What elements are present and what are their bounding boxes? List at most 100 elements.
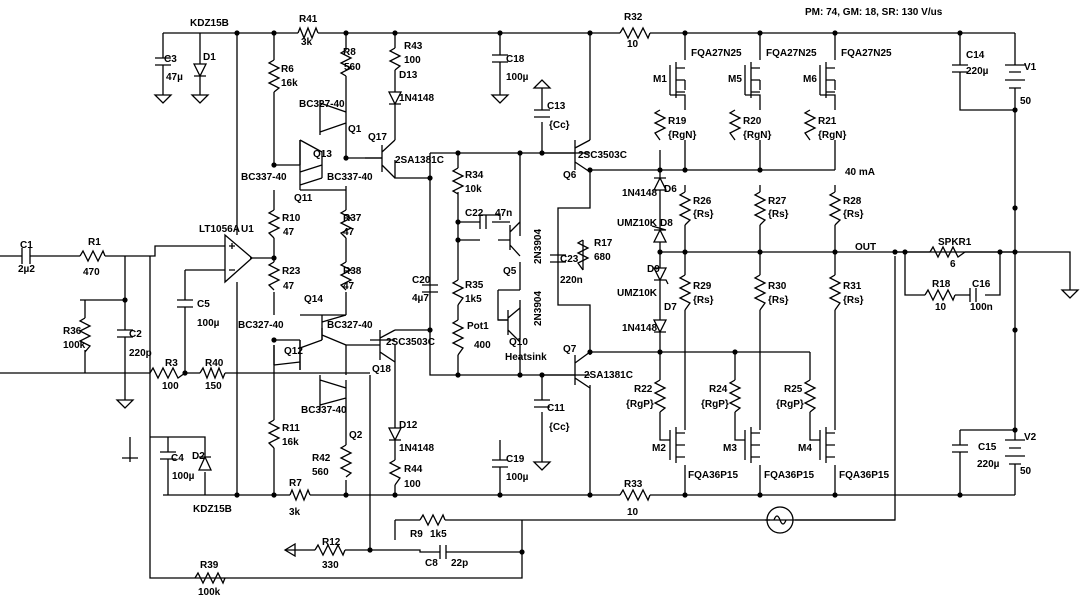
r21-name: R21 xyxy=(818,116,837,127)
c5-value: 100µ xyxy=(197,318,220,329)
r1-name: R1 xyxy=(88,237,101,248)
r9-symbol xyxy=(419,513,446,527)
r8-value: 560 xyxy=(344,62,361,73)
r20-name: R20 xyxy=(743,116,762,127)
m2-value: FQA36P15 xyxy=(688,470,738,481)
ground-icon xyxy=(115,94,510,462)
c15-symbol xyxy=(952,444,968,460)
r23-name: R23 xyxy=(282,266,301,277)
c4-name: C4 xyxy=(171,453,184,464)
r12-value: 330 xyxy=(322,560,339,571)
r8-name: R8 xyxy=(343,47,356,58)
r22-value: {RgP} xyxy=(626,399,654,410)
c22-value: 47n xyxy=(495,208,512,219)
pot1-symbol xyxy=(451,319,465,356)
resistors xyxy=(78,26,966,585)
r6-name: R6 xyxy=(281,64,294,75)
m5-symbol xyxy=(744,62,760,98)
d7-value: 1N4148 xyxy=(622,323,657,334)
r34-symbol xyxy=(451,167,465,195)
q1-name: Q1 xyxy=(348,124,362,135)
r19-value: {RgN} xyxy=(668,130,696,141)
r40-name: R40 xyxy=(205,358,224,369)
r10-name: R10 xyxy=(282,213,301,224)
q14-name: Q14 xyxy=(304,294,323,305)
c8-name: C8 xyxy=(425,558,438,569)
c19-name: C19 xyxy=(506,454,525,465)
r29-value: {Rs} xyxy=(693,295,714,306)
r31-symbol xyxy=(828,274,842,311)
m4-name: M4 xyxy=(798,443,812,454)
q11-value: BC337-40 xyxy=(241,172,287,183)
r40-symbol xyxy=(199,366,226,380)
c4-symbol xyxy=(160,451,176,470)
c20-value: 4µ7 xyxy=(412,293,429,304)
c8-value: 22p xyxy=(451,558,468,569)
r3-value: 100 xyxy=(162,381,179,392)
r43-name: R43 xyxy=(404,41,423,52)
c14-value: 220µ xyxy=(966,66,989,77)
q14-symbol xyxy=(321,314,347,346)
q7-value: 2SA1381C xyxy=(584,370,633,381)
r29-name: R29 xyxy=(693,281,712,292)
q5-value: 2N3904 xyxy=(533,229,544,264)
v1-value: 50 xyxy=(1020,96,1032,107)
d12-value: 1N4148 xyxy=(399,443,434,454)
q10-heatsink: Heatsink xyxy=(505,352,547,363)
q12-value: BC327-40 xyxy=(238,320,284,331)
r33-value: 10 xyxy=(627,507,639,518)
q1-value: BC327-40 xyxy=(299,99,345,110)
q5-name: Q5 xyxy=(503,266,517,277)
r17-symbol xyxy=(576,239,590,271)
d13-symbol xyxy=(387,91,403,106)
r6-symbol xyxy=(267,59,281,93)
ground-arrow-icon xyxy=(283,542,296,558)
d13-name: D13 xyxy=(399,70,418,81)
r20-symbol xyxy=(728,109,742,141)
q12-name: Q12 xyxy=(284,346,303,357)
m5-value: FQA27N25 xyxy=(766,48,817,59)
c11-name: C11 xyxy=(547,403,565,414)
r42-symbol xyxy=(339,444,353,478)
d1-symbol xyxy=(192,56,208,78)
v2-value: 50 xyxy=(1020,466,1032,477)
r36-symbol xyxy=(78,317,92,353)
m6-name: M6 xyxy=(803,74,817,85)
r21-symbol xyxy=(803,109,817,141)
c13-name: C13 xyxy=(547,101,566,112)
c19-value: 100µ xyxy=(506,472,529,483)
c3-symbol xyxy=(155,57,171,76)
r41-name: R41 xyxy=(299,14,318,25)
m4-symbol xyxy=(819,427,835,463)
r12-symbol xyxy=(314,543,346,557)
spkr1-symbol xyxy=(929,245,966,259)
r35-symbol xyxy=(451,279,465,306)
d2-value: KDZ15B xyxy=(193,504,232,515)
d8-symbol xyxy=(651,225,668,243)
r11-value: 16k xyxy=(282,437,299,448)
c4-value: 100µ xyxy=(172,471,195,482)
pot1-name: Pot1 xyxy=(467,321,489,332)
r34-value: 10k xyxy=(465,184,482,195)
d2-symbol xyxy=(197,455,213,471)
r35-name: R35 xyxy=(465,280,484,291)
r19-name: R19 xyxy=(668,116,687,127)
q10-value: 2N3904 xyxy=(533,291,544,326)
r24-name: R24 xyxy=(709,384,728,395)
q2-value: BC337-40 xyxy=(301,405,347,416)
q18-symbol xyxy=(346,329,396,363)
sim-results-header: PM: 74, GM: 18, SR: 130 V/us xyxy=(805,7,943,18)
r38-name: R38 xyxy=(343,266,362,277)
opamp-u1 xyxy=(224,233,253,284)
r28-symbol xyxy=(828,191,842,226)
q10-name: Q10 xyxy=(509,337,528,348)
r23-symbol xyxy=(267,261,281,291)
r7-symbol xyxy=(289,488,311,502)
r30-value: {Rs} xyxy=(768,295,789,306)
r24-symbol xyxy=(728,379,742,413)
q13-symbol xyxy=(299,139,323,165)
r7-name: R7 xyxy=(289,478,302,489)
r9-value: 1k5 xyxy=(430,529,447,540)
q17-name: Q17 xyxy=(368,132,387,143)
c23-value: 220n xyxy=(560,275,583,286)
